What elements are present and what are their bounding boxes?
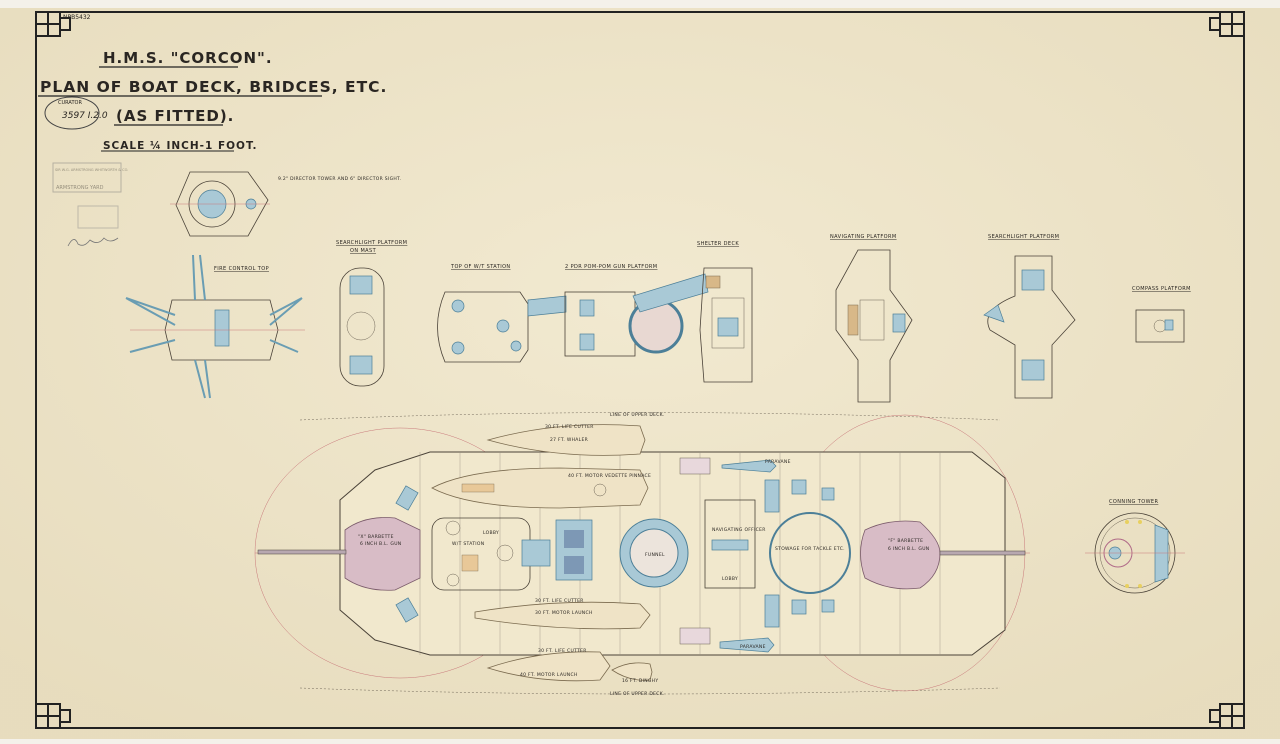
- svg-text:SEARCHLIGHT PLATFORM: SEARCHLIGHT PLATFORM: [336, 240, 407, 246]
- armstrong-stamp: SIR W.G. ARMSTRONG WHITWORTH & CO. ARMST…: [52, 162, 128, 193]
- svg-text:SHELTER DECK: SHELTER DECK: [697, 241, 739, 247]
- wt-station-top-plan: TOP OF W/T STATION: [437, 264, 529, 363]
- curator-stamp: CURATOR 3597 I.2.0: [44, 96, 108, 130]
- motor-launch-bottom: 30 FT. LIFE CUTTER 40 FT. MOTOR LAUNCH 1…: [486, 648, 658, 684]
- director-tower-plan: 9.2" DIRECTOR TOWER AND 6" DIRECTOR SIGH…: [170, 171, 401, 237]
- life-cutter-bottom: 30 FT. LIFE CUTTER 30 FT. MOTOR LAUNCH: [474, 598, 651, 630]
- pom-pom-gangway: [632, 273, 709, 313]
- fire-control-top-plan: FIRE CONTROL TOP: [125, 254, 305, 399]
- director-tower-label: 9.2" DIRECTOR TOWER AND 6" DIRECTOR SIGH…: [278, 176, 401, 182]
- svg-text:STOWAGE FOR TACKLE ETC.: STOWAGE FOR TACKLE ETC.: [775, 546, 845, 552]
- compass-platform-plan: COMPASS PLATFORM: [1132, 286, 1191, 343]
- svg-text:27 FT. WHALER: 27 FT. WHALER: [550, 437, 588, 443]
- svg-text:CONNING TOWER: CONNING TOWER: [1109, 499, 1158, 505]
- svg-text:"F" BARBETTE: "F" BARBETTE: [888, 538, 923, 544]
- tackle-stowage: STOWAGE FOR TACKLE ETC.: [769, 512, 851, 594]
- svg-text:PARAVANE: PARAVANE: [765, 459, 791, 465]
- searchlight-mast-plan: SEARCHLIGHT PLATFORM ON MAST: [336, 240, 407, 387]
- gun-mount: [679, 457, 711, 475]
- conning-tower-plan: CONNING TOWER: [1085, 499, 1185, 594]
- svg-text:ON MAST: ON MAST: [350, 248, 377, 254]
- svg-text:6 INCH B.L. GUN: 6 INCH B.L. GUN: [888, 546, 929, 552]
- corner-ornament-bottom-left: [35, 703, 71, 729]
- catalog-mark: NPB5432: [63, 14, 91, 21]
- admiralty-stamp: [77, 205, 119, 229]
- svg-text:40 FT. MOTOR LAUNCH: 40 FT. MOTOR LAUNCH: [520, 672, 578, 678]
- svg-text:CURATOR: CURATOR: [58, 100, 82, 106]
- navigating-platform-plan: NAVIGATING PLATFORM: [830, 234, 913, 403]
- f-barbette: "F" BARBETTE 6 INCH B.L. GUN: [860, 520, 1026, 590]
- svg-text:30 FT. MOTOR LAUNCH: 30 FT. MOTOR LAUNCH: [535, 610, 593, 616]
- svg-text:2 PDR POM-POM GUN PLATFORM: 2 PDR POM-POM GUN PLATFORM: [565, 264, 658, 270]
- machinery-block: [521, 539, 551, 567]
- drawing-title: H.M.S. "CORCON".: [103, 49, 273, 67]
- drawing-status: (AS FITTED).: [116, 107, 234, 125]
- shelter-deck-plan: SHELTER DECK: [697, 241, 753, 383]
- motor-vedette-pinnace: 40 FT. MOTOR VEDETTE PINNACE: [431, 467, 651, 509]
- boat-deck-plan: LINE OF UPPER DECK. LINE OF UPPER DECK. …: [254, 412, 1030, 697]
- svg-text:W/T STATION: W/T STATION: [452, 541, 484, 547]
- svg-text:TOP OF W/T STATION: TOP OF W/T STATION: [450, 264, 511, 270]
- svg-text:"X" BARBETTE: "X" BARBETTE: [358, 534, 394, 540]
- svg-text:PARAVANE: PARAVANE: [740, 644, 766, 650]
- corner-ornament-bottom-right: [1209, 703, 1245, 729]
- svg-text:40 FT. MOTOR VEDETTE PINNACE: 40 FT. MOTOR VEDETTE PINNACE: [568, 473, 651, 479]
- searchlight-mount: [764, 594, 780, 628]
- corner-ornament-top-right: [1209, 11, 1245, 37]
- svg-text:SEARCHLIGHT PLATFORM: SEARCHLIGHT PLATFORM: [988, 234, 1059, 240]
- svg-text:30 FT. LIFE CUTTER: 30 FT. LIFE CUTTER: [538, 648, 587, 654]
- svg-text:16 FT. DINGHY: 16 FT. DINGHY: [622, 678, 658, 684]
- life-cutter-top: 30 FT. LIFE CUTTER 27 FT. WHALER: [486, 424, 646, 456]
- sheet-border: [35, 11, 1245, 729]
- x-barbette: "X" BARBETTE 6 INCH B.L. GUN: [257, 517, 421, 591]
- upper-deck-line-top-label: LINE OF UPPER DECK.: [610, 412, 665, 418]
- searchlight-platform-plan: SEARCHLIGHT PLATFORM: [983, 234, 1076, 399]
- navigating-office: NAVIGATING OFFICER LOBBY: [704, 499, 766, 589]
- drawing-subtitle: PLAN OF BOAT DECK, BRIDCES, ETC.: [40, 78, 387, 96]
- searchlight-mount: [764, 479, 780, 513]
- paravane-bottom: PARAVANE: [719, 637, 775, 653]
- drawing-scale: SCALE ¼ INCH-1 FOOT.: [103, 140, 258, 152]
- svg-text:LOBBY: LOBBY: [722, 576, 738, 582]
- svg-text:SIR W.G. ARMSTRONG WHITWORTH &: SIR W.G. ARMSTRONG WHITWORTH & CO.: [55, 168, 128, 172]
- svg-text:ARMSTRONG YARD: ARMSTRONG YARD: [56, 185, 104, 191]
- svg-text:30 FT. LIFE CUTTER: 30 FT. LIFE CUTTER: [545, 424, 594, 430]
- signature: [67, 237, 119, 247]
- svg-text:FUNNEL: FUNNEL: [645, 552, 665, 558]
- svg-text:3597 I.2.0: 3597 I.2.0: [62, 111, 108, 121]
- svg-text:6 INCH B.L. GUN: 6 INCH B.L. GUN: [360, 541, 401, 547]
- corner-ornament-top-left: [35, 11, 71, 37]
- svg-text:NAVIGATING PLATFORM: NAVIGATING PLATFORM: [830, 234, 897, 240]
- fire-control-top-label: FIRE CONTROL TOP: [214, 266, 269, 272]
- upper-deck-line-bottom-label: LINE OF UPPER DECK.: [610, 691, 665, 697]
- svg-text:NAVIGATING OFFICER: NAVIGATING OFFICER: [712, 527, 766, 533]
- svg-text:LOBBY: LOBBY: [483, 530, 499, 536]
- svg-text:30 FT. LIFE CUTTER: 30 FT. LIFE CUTTER: [535, 598, 584, 604]
- paravane-top: PARAVANE: [721, 459, 791, 473]
- svg-text:COMPASS PLATFORM: COMPASS PLATFORM: [1132, 286, 1191, 292]
- wt-gangway: [527, 295, 567, 317]
- funnel: FUNNEL: [619, 518, 689, 588]
- gun-mount: [679, 627, 711, 645]
